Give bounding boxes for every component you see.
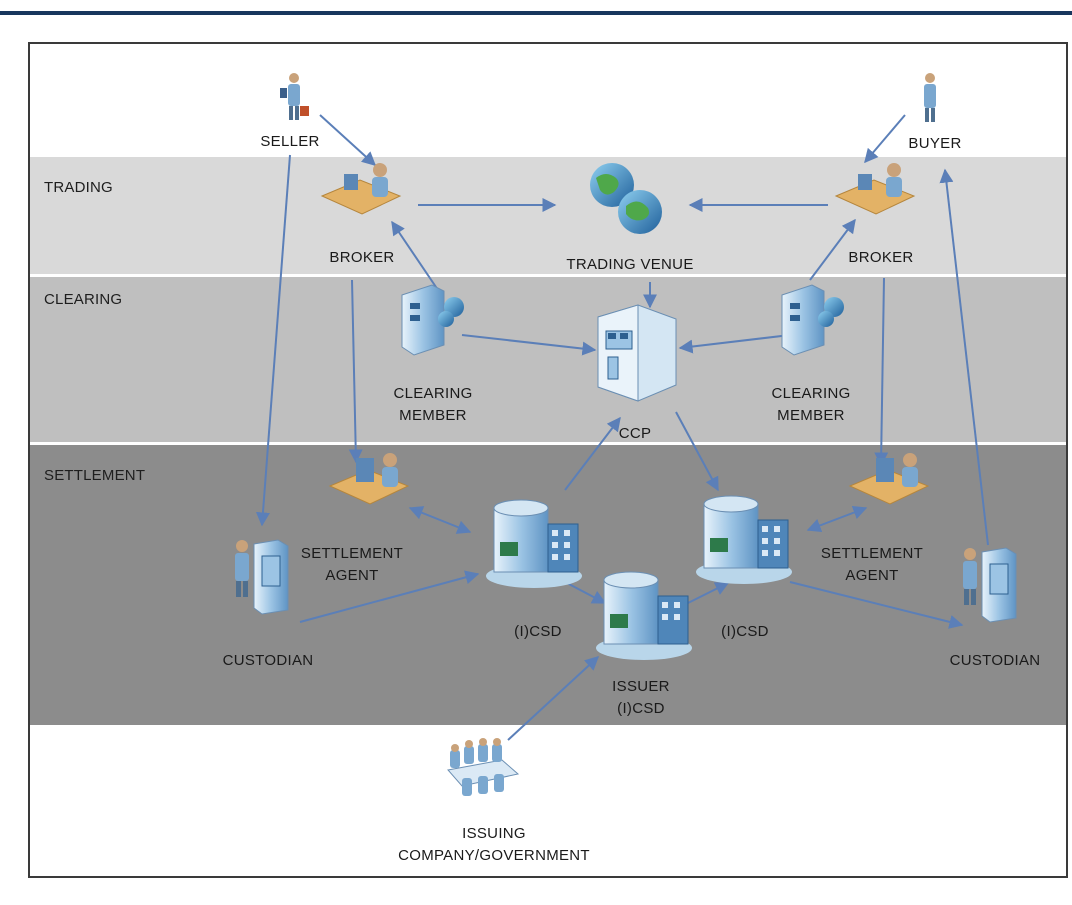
issuer-icsd-line2: (I)CSD xyxy=(617,700,665,717)
arrow-clearing-member-to-broker-right xyxy=(809,218,856,281)
arrow-issuer-to-icsd-right xyxy=(687,582,730,604)
arrow-ccp-to-icsd-right xyxy=(675,411,719,492)
settlement-agent-left-line1: SETTLEMENT xyxy=(300,545,404,562)
clearing-member-left-line1: CLEARING xyxy=(393,385,473,402)
arrow-custodian-to-buyer xyxy=(939,168,989,546)
arrow-broker-to-settlement-agent-right xyxy=(874,277,889,467)
buyer-icon xyxy=(924,73,936,122)
buyer-label: BUYER xyxy=(908,135,962,152)
issuing-company-line1: ISSUING xyxy=(462,825,526,842)
issuer-icsd-label: ISSUER (I)CSD xyxy=(612,676,670,720)
icsd-left-icon xyxy=(486,499,582,588)
icsd-right-label: (I)CSD xyxy=(721,623,769,640)
settlement-agent-right-icon xyxy=(848,453,930,505)
settlement-band-label: SETTLEMENT xyxy=(44,467,146,484)
icsd-left-label: (I)CSD xyxy=(514,623,562,640)
clearing-band: CLEARING xyxy=(30,277,1066,442)
broker-left-icon xyxy=(320,163,402,215)
trading-band-label: TRADING xyxy=(44,179,113,196)
settlement-agent-left-label: SETTLEMENT AGENT xyxy=(301,543,403,587)
clearing-member-left-icon xyxy=(401,284,464,356)
issuing-company-label: ISSUING COMPANY/GOVERNMENT xyxy=(398,823,590,867)
broker-right-icon xyxy=(834,163,916,215)
seller-label: SELLER xyxy=(260,133,320,150)
arrow-seller-to-custodian xyxy=(255,154,291,527)
issuer-icsd-line1: ISSUER xyxy=(612,678,670,695)
arrow-icsd-left-to-issuer xyxy=(564,581,607,604)
flow-arrows xyxy=(255,114,989,741)
custodian-right-icon xyxy=(963,547,1017,623)
issuing-company-icon xyxy=(447,738,520,796)
arrow-clearing-member-to-ccp-right xyxy=(678,334,791,354)
custodian-left-label: CUSTODIAN xyxy=(222,652,314,669)
title-rule xyxy=(0,11,1072,15)
clearing-member-right-label: CLEARING MEMBER xyxy=(771,383,850,427)
arrow-settlement-agent-to-icsd-left xyxy=(408,506,472,534)
issuer-icsd-icon xyxy=(596,571,692,660)
ccp-icon xyxy=(597,304,677,402)
arrow-icsd-to-ccp xyxy=(564,416,621,491)
ccp-label: CCP xyxy=(618,425,652,442)
arrow-settlement-agent-to-icsd-right xyxy=(806,505,868,533)
settlement-agent-right-label: SETTLEMENT AGENT xyxy=(821,543,923,587)
arrow-buyer-to-broker xyxy=(864,114,906,164)
arrow-clearing-member-to-ccp-left xyxy=(461,334,597,356)
broker-left-label: BROKER xyxy=(329,249,395,266)
arrow-custodian-to-icsd-left xyxy=(299,570,480,623)
settlement-agent-right-line1: SETTLEMENT xyxy=(820,545,924,562)
clearing-member-left-line2: MEMBER xyxy=(399,407,467,424)
arrow-icsd-to-custodian-right xyxy=(789,581,964,629)
arrow-clearing-member-to-broker-left xyxy=(391,220,439,291)
broker-right-label: BROKER xyxy=(848,249,914,266)
arrow-issuing-company-to-issuer xyxy=(507,656,600,741)
trading-venue-label: TRADING VENUE xyxy=(566,256,694,273)
arrow-broker-to-settlement-agent-left xyxy=(348,279,363,464)
seller-icon xyxy=(280,73,309,120)
icsd-right-icon xyxy=(696,495,792,584)
arrow-seller-to-broker xyxy=(319,114,377,166)
trading-venue-globe-icon xyxy=(590,163,662,234)
clearing-band-label: CLEARING xyxy=(44,291,123,308)
settlement-agent-left-icon xyxy=(328,453,410,505)
clearing-member-left-label: CLEARING MEMBER xyxy=(393,383,472,427)
clearing-member-right-icon xyxy=(781,284,844,356)
custodian-right-label: CUSTODIAN xyxy=(949,652,1041,669)
settlement-agent-left-line2: AGENT xyxy=(325,567,379,584)
clearing-member-right-line2: MEMBER xyxy=(777,407,845,424)
custodian-left-icon xyxy=(235,539,289,615)
settlement-agent-right-line2: AGENT xyxy=(845,567,899,584)
issuing-company-line2: COMPANY/GOVERNMENT xyxy=(398,847,590,864)
clearing-member-right-line1: CLEARING xyxy=(771,385,851,402)
